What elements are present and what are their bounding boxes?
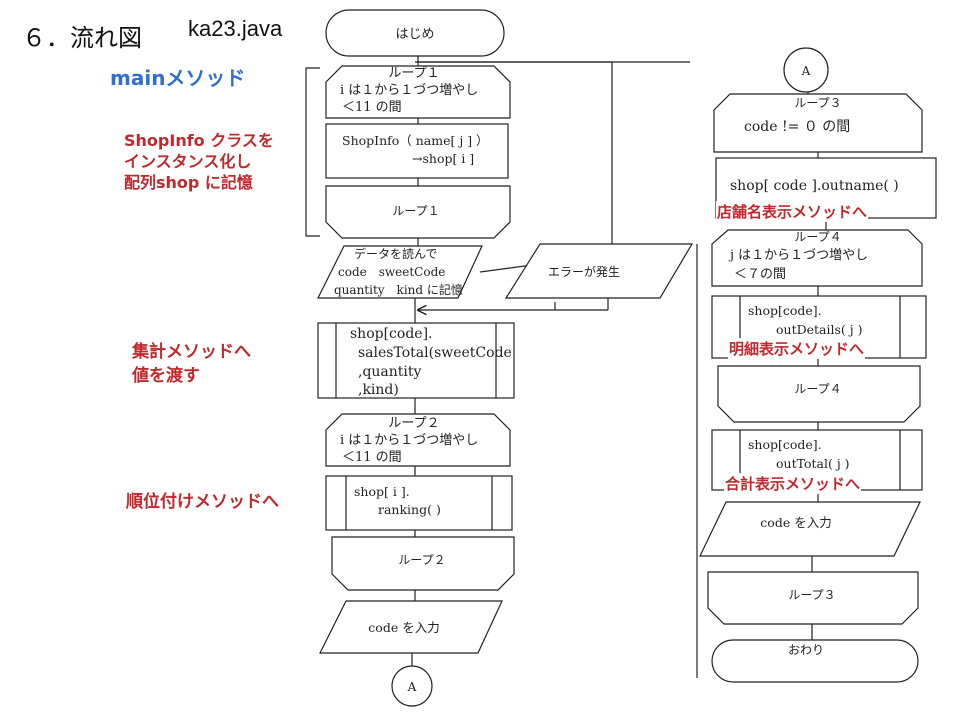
ranking-note: 順位付けメソッドへ — [126, 492, 279, 513]
read-line2: code sweetCode — [338, 265, 445, 279]
error-shape — [504, 243, 694, 299]
shopinfo-note-line2: インスタンス化し — [124, 152, 252, 171]
ranking-note-line1: 順位付けメソッドへ — [126, 492, 279, 512]
end-label: おわり — [788, 643, 824, 657]
outdetails-line1: shop[code]. — [748, 303, 822, 318]
loop1-start-shape — [325, 65, 511, 119]
loop4-end-label: ループ４ — [794, 382, 841, 396]
page-title: ６．流れ図 — [22, 24, 142, 52]
error-label: エラーが発生 — [548, 264, 620, 279]
loop2-end-label: ループ２ — [398, 553, 445, 567]
shopinfo-line1: ShopInfo（ name[ j ] ） — [342, 133, 489, 148]
connector-a-top-label: A — [801, 64, 811, 78]
method-title: mainメソッド — [110, 66, 246, 90]
total-note: 集計メソッドへ 値を渡す — [132, 340, 251, 388]
loop2-condition1: i は１から１づつ増やし — [340, 433, 478, 448]
total-note-line2: 値を渡す — [132, 366, 200, 386]
outtotal-line2: outTotal( j ) — [776, 456, 850, 471]
connector-a-top — [783, 47, 829, 93]
salestotal-line1: shop[code]. — [350, 326, 432, 342]
loop1-end-shape — [325, 185, 511, 239]
shopinfo-note: ShopInfo クラスを インスタンス化し 配列shop に記憶 — [124, 130, 274, 193]
loop4-end-shape — [717, 365, 921, 423]
loop1-condition1: i は１から１づつ増やし — [340, 83, 478, 98]
loop3-end-label: ループ３ — [788, 588, 835, 602]
loop1-end-label: ループ１ — [392, 204, 439, 218]
outtotal-line1: shop[code]. — [748, 437, 822, 452]
loop3-condition: code != ０ の間 — [744, 119, 850, 135]
shopinfo-line2: →shop[ i ] — [412, 151, 474, 166]
loop4-title: ループ４ — [794, 230, 841, 244]
end-terminal — [711, 639, 919, 683]
read-line3: quantity kind に記憶 — [334, 282, 463, 297]
salestotal-line2: salesTotal(sweetCode — [358, 345, 512, 361]
start-label: はじめ — [395, 27, 434, 42]
input-code-right-label: code を入力 — [760, 515, 831, 530]
loop2-start-shape — [325, 413, 511, 467]
sales-total-shape — [317, 322, 515, 399]
total-note-line1: 集計メソッドへ — [132, 342, 251, 362]
outdetails-line2: outDetails( j ) — [776, 322, 862, 337]
loop1-title: ループ１ — [388, 66, 439, 81]
loop3-start-shape — [713, 93, 923, 153]
loop4-condition2: ＜７の間 — [734, 267, 786, 282]
ranking-line1: shop[ i ]. — [354, 484, 410, 499]
salestotal-line3: ,quantity — [358, 364, 422, 380]
loop4-condition1: j は１から１づつ増やし — [728, 248, 868, 263]
connector-a-bottom-label: A — [407, 680, 417, 694]
ranking-line2: ranking( ) — [378, 502, 441, 517]
salestotal-line4: ,kind) — [358, 382, 399, 398]
loop2-end-shape — [331, 536, 515, 591]
shopinfo-bracket — [305, 67, 320, 237]
loop1-condition2: ＜11 の間 — [342, 100, 402, 115]
file-name: ka23.java — [188, 16, 283, 41]
shopinfo-note-line1: ShopInfo クラスを — [124, 131, 274, 150]
loop3-end-shape — [707, 571, 919, 625]
loop4-start-shape — [711, 229, 923, 287]
outname-annotation: 店舗名表示メソッドへ — [716, 201, 869, 222]
loop3-title: ループ３ — [794, 96, 841, 110]
connector-a-bottom — [391, 665, 433, 707]
shopinfo-process-shape — [325, 123, 509, 179]
read-data-shape — [317, 245, 483, 299]
ranking-shape — [325, 475, 513, 531]
read-line1: データを読んで — [354, 246, 437, 261]
outtotal-annotation: 合計表示メソッドへ — [724, 473, 862, 494]
input-code-left-label: code を入力 — [368, 620, 439, 635]
input-code-left-shape — [319, 600, 503, 654]
start-terminal — [325, 9, 505, 57]
outdetails-annotation: 明細表示メソッドへ — [728, 338, 866, 359]
outname-label: shop[ code ].outname( ) — [730, 178, 899, 194]
loop2-title: ループ２ — [388, 416, 439, 431]
loop2-condition2: ＜11 の間 — [342, 450, 402, 465]
input-code-right-shape — [699, 501, 921, 557]
shopinfo-note-line3: 配列shop に記憶 — [124, 173, 253, 192]
